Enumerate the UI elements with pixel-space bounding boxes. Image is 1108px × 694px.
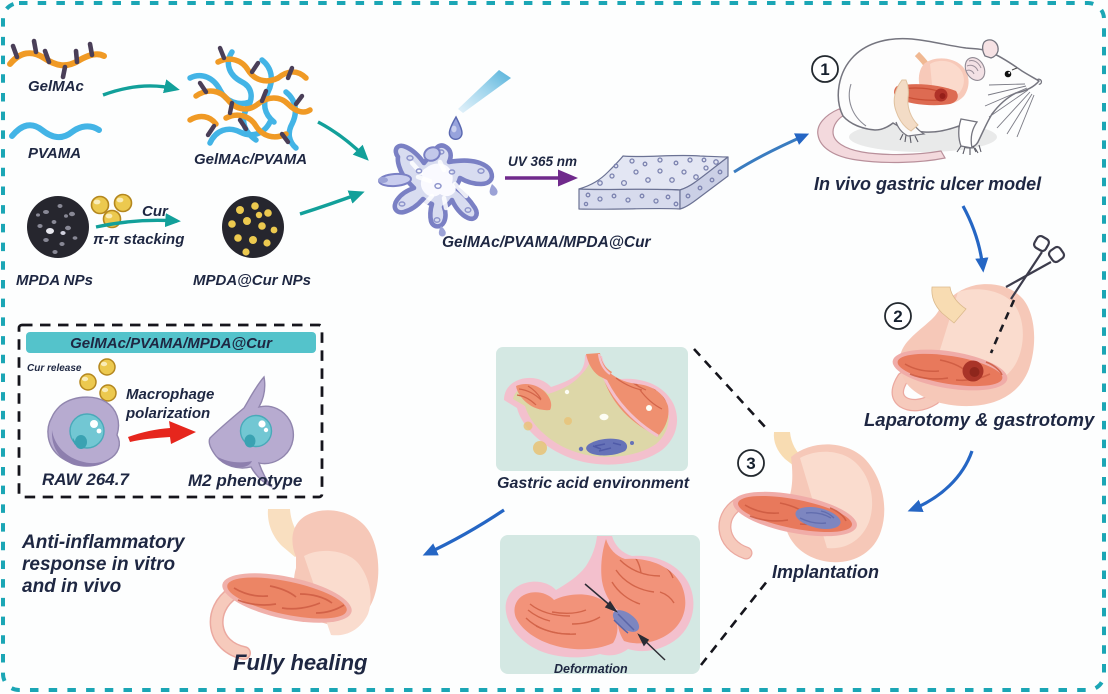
svg-text:GelMAc/PVAMA: GelMAc/PVAMA: [194, 151, 307, 168]
svg-text:1: 1: [820, 60, 829, 79]
svg-text:and in vivo: and in vivo: [22, 576, 121, 597]
svg-text:GelMAc: GelMAc: [28, 78, 85, 95]
svg-text:Implantation: Implantation: [772, 562, 879, 582]
svg-text:Deformation: Deformation: [554, 662, 628, 676]
svg-text:2: 2: [893, 307, 902, 326]
svg-text:GelMAc/PVAMA/MPDA@Cur: GelMAc/PVAMA/MPDA@Cur: [70, 335, 273, 352]
svg-text:GelMAc/PVAMA/MPDA@Cur: GelMAc/PVAMA/MPDA@Cur: [442, 234, 652, 251]
svg-text:PVAMA: PVAMA: [28, 145, 81, 162]
svg-text:Gastric acid environment: Gastric acid environment: [497, 475, 690, 492]
svg-text:π-π stacking: π-π stacking: [93, 231, 184, 248]
svg-text:MPDA NPs: MPDA NPs: [16, 272, 93, 289]
svg-text:polarization: polarization: [125, 405, 210, 422]
svg-text:Fully healing: Fully healing: [233, 650, 368, 675]
svg-text:M2 phenotype: M2 phenotype: [188, 471, 302, 490]
svg-text:MPDA@Cur NPs: MPDA@Cur NPs: [193, 272, 311, 289]
svg-text:RAW 264.7: RAW 264.7: [42, 470, 130, 489]
svg-text:Macrophage: Macrophage: [126, 386, 214, 403]
svg-text:In vivo gastric ulcer model: In vivo gastric ulcer model: [814, 174, 1042, 194]
svg-text:Laparotomy & gastrotomy: Laparotomy & gastrotomy: [864, 409, 1096, 430]
svg-text:Cur: Cur: [142, 203, 169, 220]
svg-text:3: 3: [746, 454, 755, 473]
svg-text:response in vitro: response in vitro: [22, 554, 175, 575]
svg-text:Anti-inflammatory: Anti-inflammatory: [21, 532, 186, 553]
svg-text:Cur release: Cur release: [27, 363, 82, 374]
svg-text:UV 365 nm: UV 365 nm: [508, 154, 577, 169]
